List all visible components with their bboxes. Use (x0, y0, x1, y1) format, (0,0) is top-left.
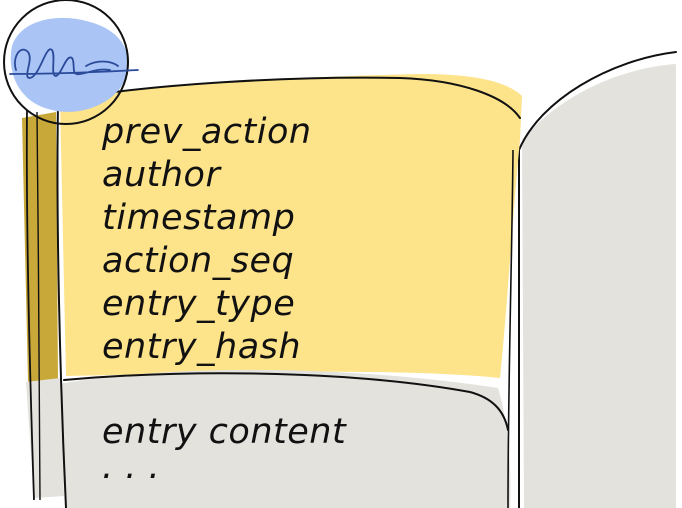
field-action-seq: action_seq (102, 241, 294, 281)
field-author: author (102, 155, 222, 195)
next-entry-page-spine (517, 149, 521, 508)
pole-outline-left (25, 109, 35, 501)
next-entry-page (522, 64, 676, 508)
pole-outline-right (36, 111, 41, 501)
field-prev-action: prev_action (101, 112, 312, 152)
entry-right-edge (507, 149, 514, 508)
entry-content-label: entry content (102, 412, 347, 452)
entry-left-edge (56, 103, 67, 508)
signature-seal-icon (3, 0, 139, 125)
entry-header-block (60, 74, 522, 378)
field-timestamp: timestamp (102, 198, 295, 238)
entry-divider-line (63, 372, 509, 431)
signature-scribble (9, 48, 139, 79)
entry-content-block (58, 369, 511, 508)
next-entry-page-outline (518, 51, 677, 151)
pole (22, 112, 58, 382)
field-entry-hash: entry_hash (102, 327, 301, 367)
entry-content-ellipsis: . . . (102, 447, 160, 487)
pole-lower (26, 378, 64, 498)
entry-top-outline (61, 76, 521, 119)
field-entry-type: entry_type (102, 284, 295, 324)
